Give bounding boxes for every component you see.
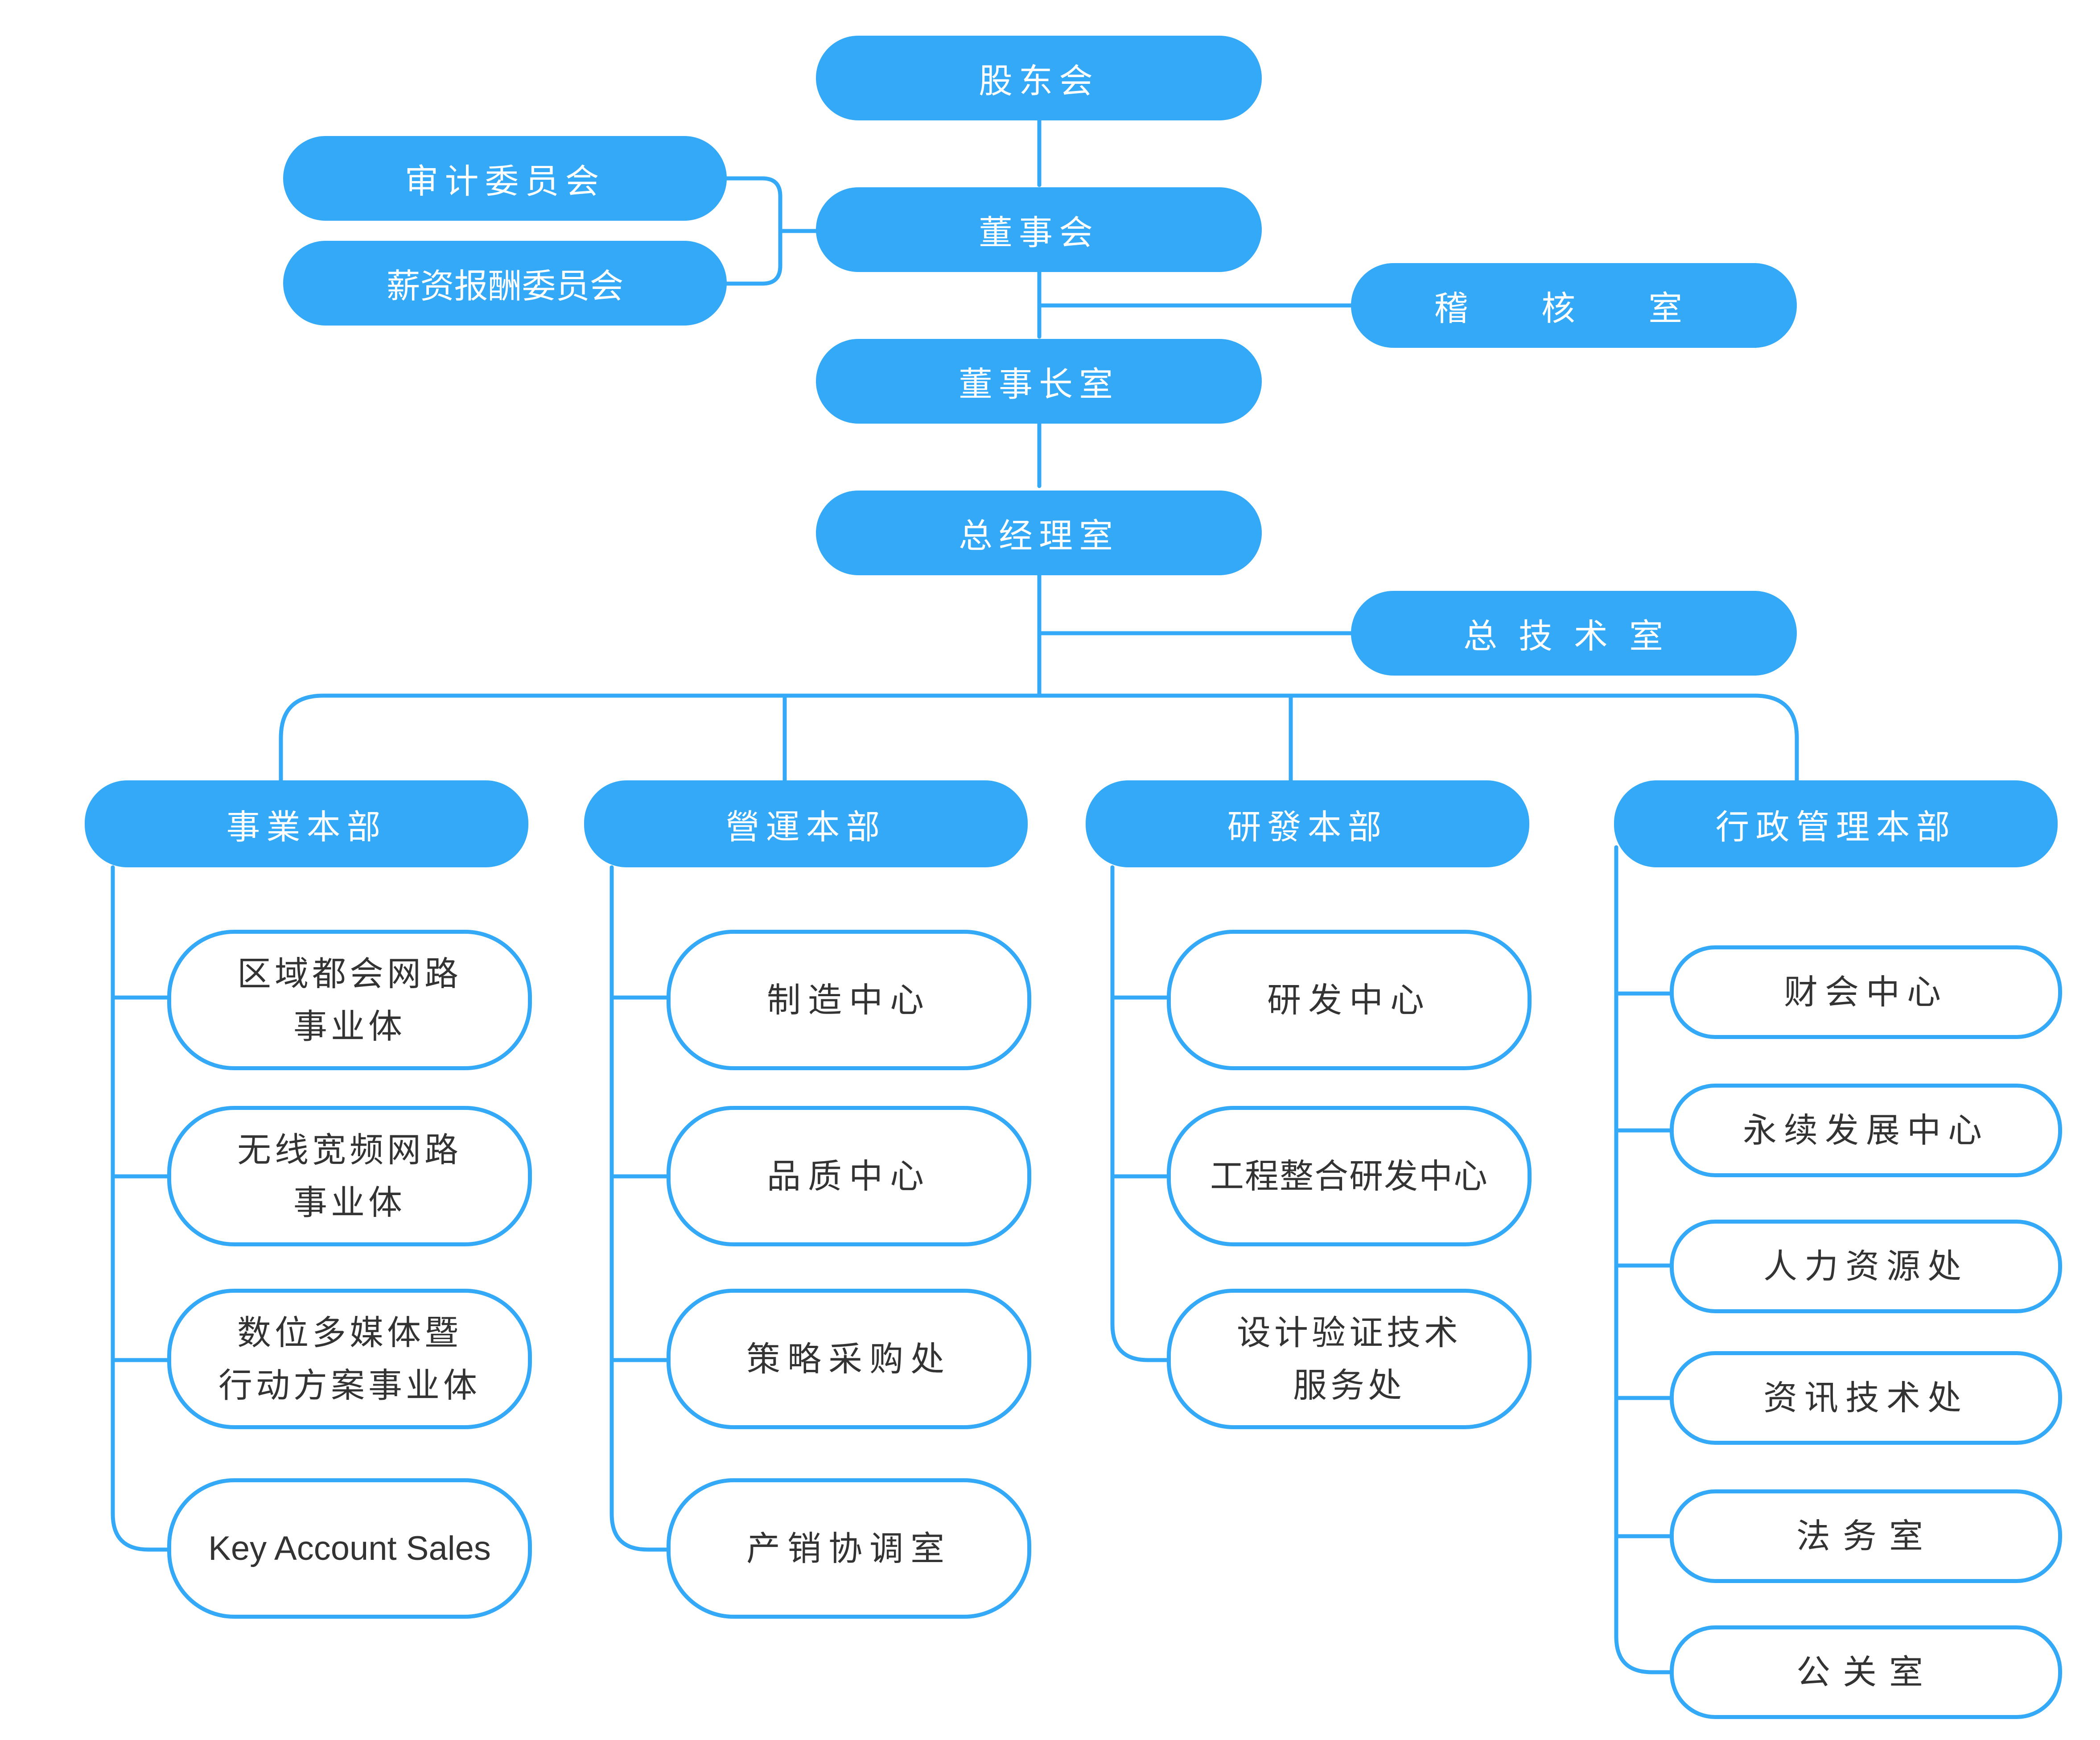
chairman-office-node: 董事长室 (816, 339, 1262, 424)
unit-node: 人力资源处 (1670, 1220, 2062, 1313)
unit-node: 永续发展中心 (1670, 1084, 2062, 1177)
unit-node: 数位多媒体暨 行动方案事业体 (167, 1289, 532, 1429)
gm-office-node: 总经理室 (816, 491, 1262, 575)
unit-node: 产销协调室 (667, 1478, 1031, 1619)
chief-tech-office-node: 总技术室 (1351, 591, 1797, 676)
unit-node: 品质中心 (667, 1106, 1031, 1246)
unit-node: 设计验证技术 服务处 (1167, 1289, 1532, 1429)
division-admin-node: 行政管理本部 (1614, 780, 2058, 867)
unit-node: 公关室 (1670, 1625, 2062, 1719)
shareholders-node: 股东会 (816, 36, 1262, 120)
unit-node: 工程整合研发中心 (1167, 1106, 1532, 1246)
unit-node: 区域都会网路 事业体 (167, 930, 532, 1070)
board-node: 董事会 (816, 187, 1262, 272)
unit-node: 制造中心 (667, 930, 1031, 1070)
unit-node: 资讯技术处 (1670, 1351, 2062, 1445)
division-business-node: 事業本部 (85, 780, 528, 867)
compensation-committee-node: 薪资报酬委员会 (283, 241, 727, 326)
unit-node: 法务室 (1670, 1489, 2062, 1583)
unit-node: Key Account Sales (167, 1478, 532, 1619)
division-rd-node: 研發本部 (1086, 780, 1529, 867)
audit-committee-node: 审计委员会 (283, 136, 727, 221)
audit-office-node: 稽 核 室 (1351, 263, 1797, 348)
unit-node: 无线宽频网路 事业体 (167, 1106, 532, 1246)
unit-node: 研发中心 (1167, 930, 1532, 1070)
unit-node: 财会中心 (1670, 945, 2062, 1039)
division-operations-node: 營運本部 (584, 780, 1028, 867)
unit-node: 策略采购处 (667, 1289, 1031, 1429)
